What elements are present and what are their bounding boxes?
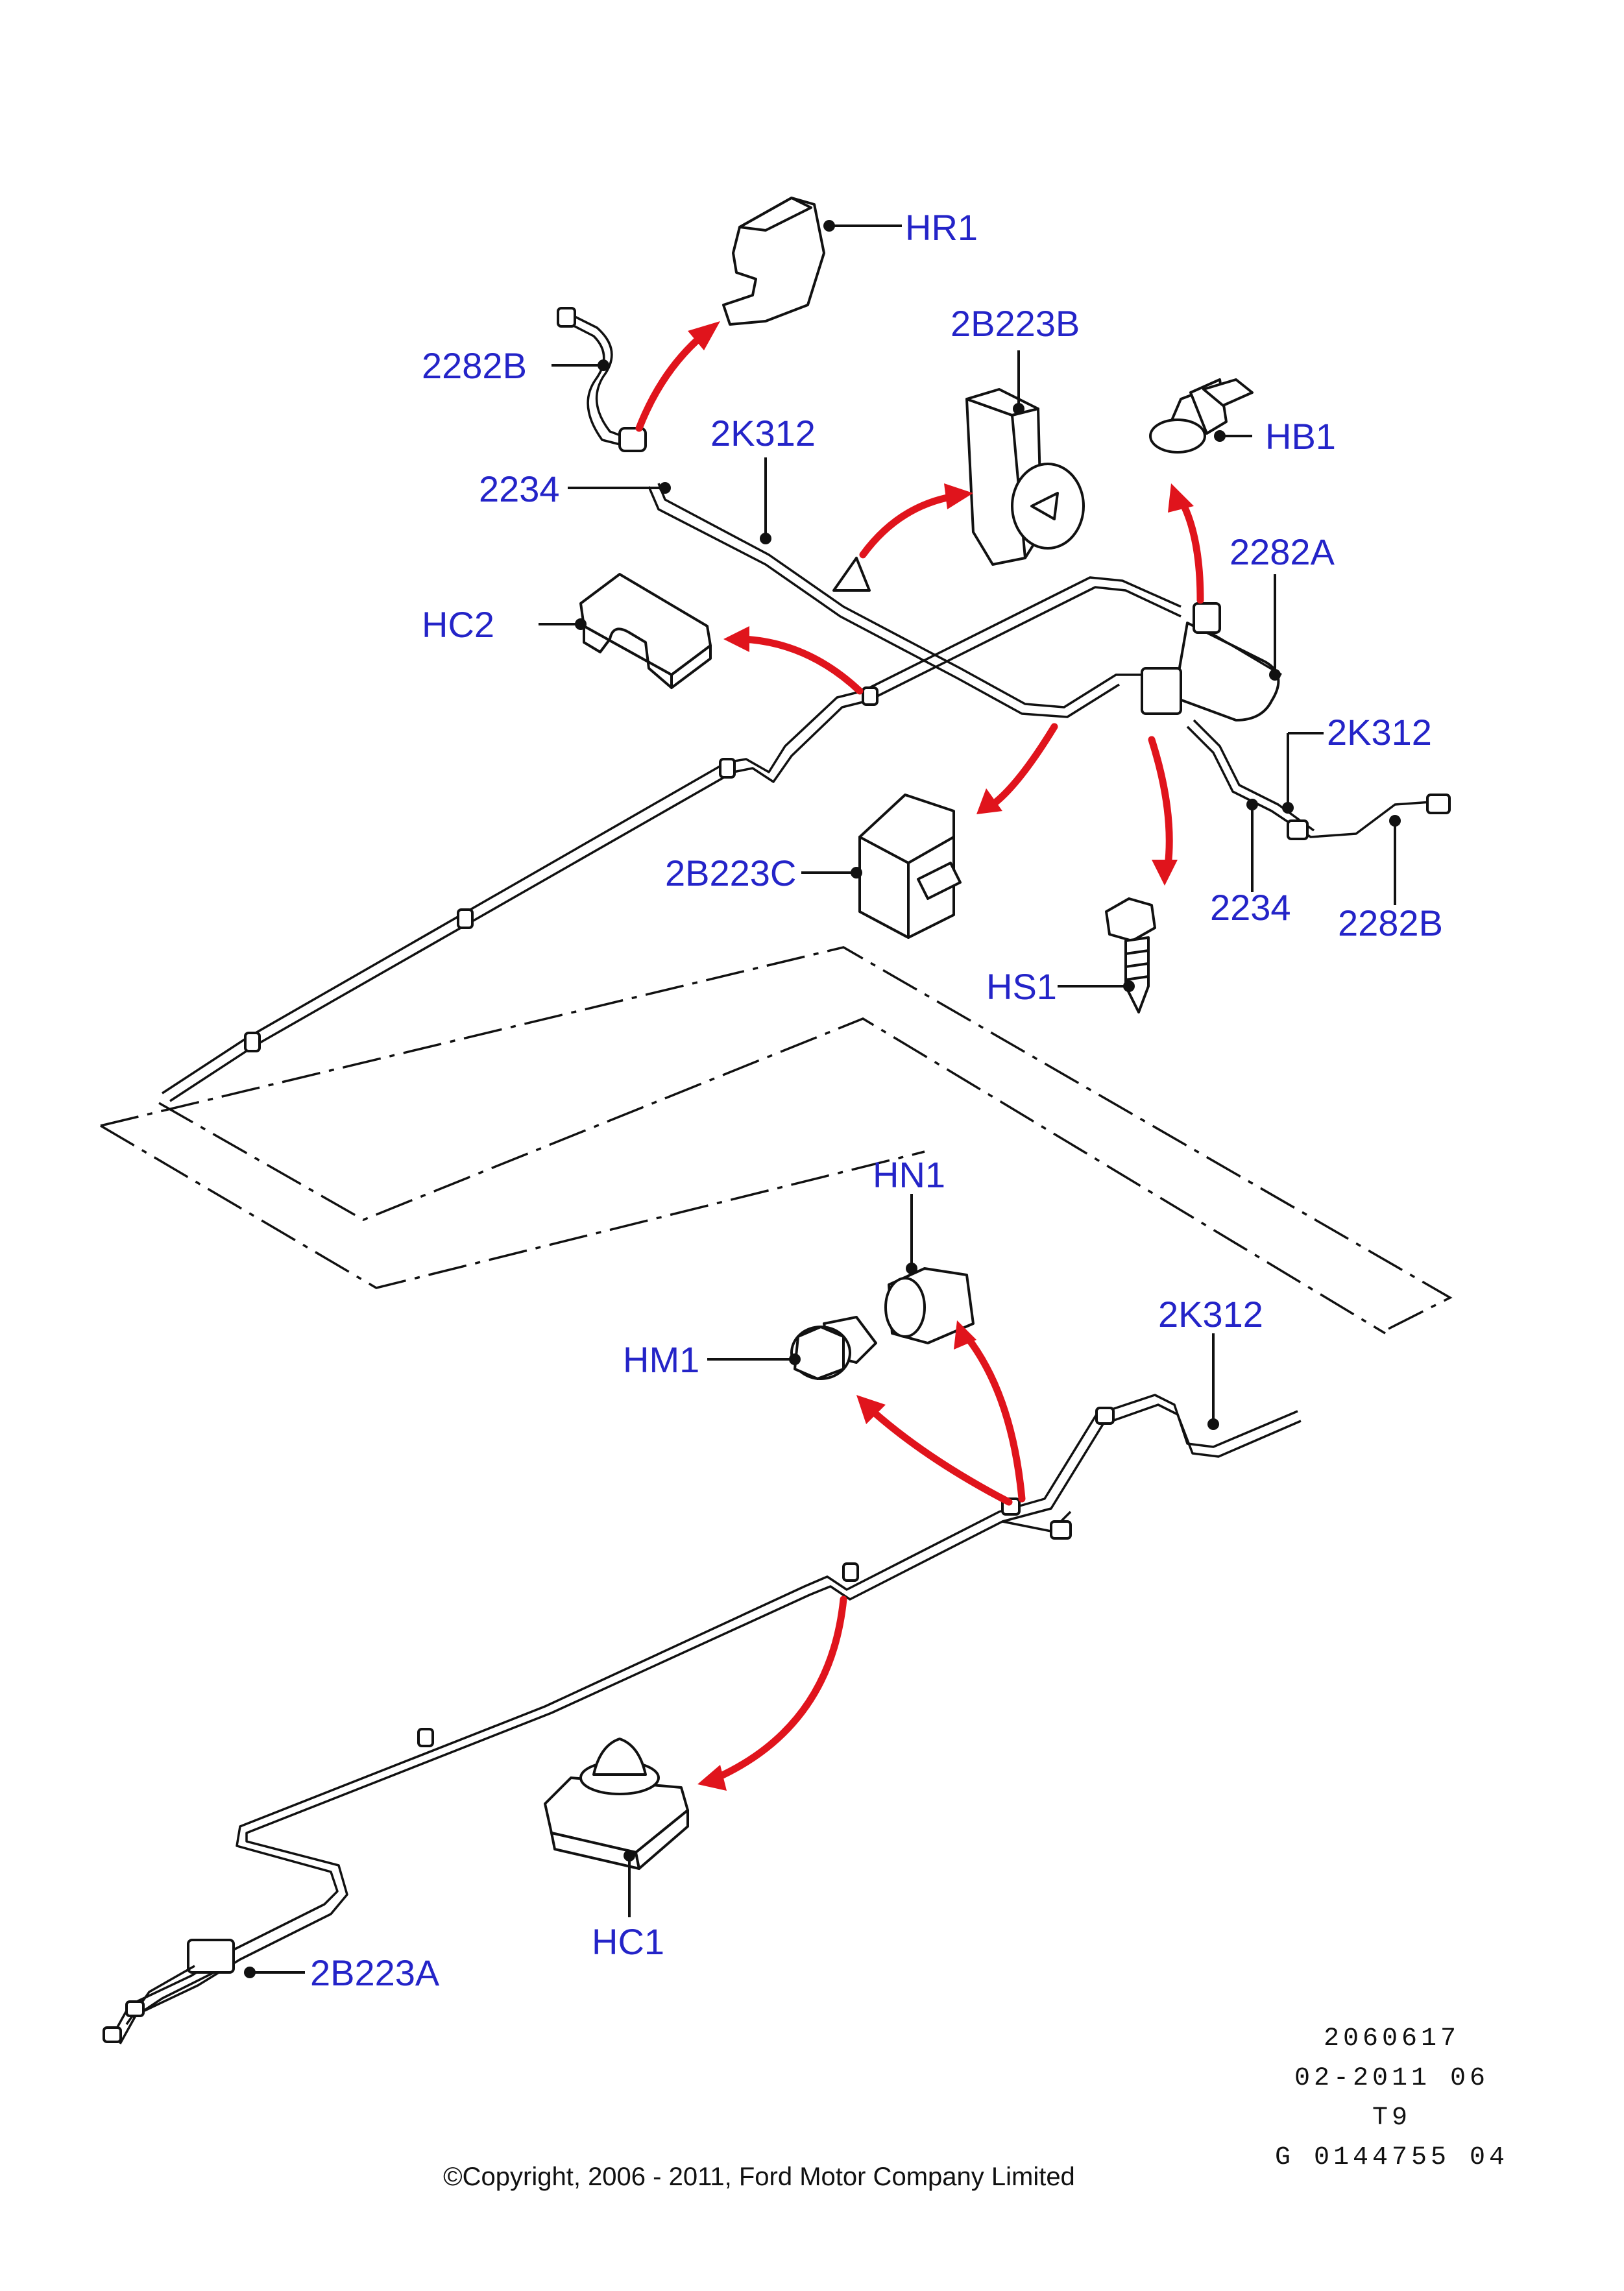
pipe-clip [417, 1728, 434, 1747]
label-hn1: HN1 [873, 1154, 945, 1195]
pipe-clip [842, 1562, 859, 1582]
label-hb1: HB1 [1265, 416, 1336, 457]
label-2234-top: 2234 [479, 468, 560, 509]
clip-2b223c [858, 794, 962, 939]
label-2b223b: 2B223B [951, 303, 1080, 344]
label-2b223c: 2B223C [665, 853, 796, 893]
hose-2282a [1173, 622, 1280, 721]
clip-hc1 [544, 1738, 689, 1870]
floor-outline [100, 946, 1453, 1335]
upper-pipe-assembly [162, 307, 1451, 1102]
hose-fitting [1287, 819, 1309, 840]
label-2282b-top: 2282B [422, 345, 527, 386]
hm1-fitting [790, 1316, 877, 1380]
label-2282b-mid: 2282B [1338, 903, 1443, 943]
hose-end-fitting [1426, 794, 1451, 814]
label-2282a: 2282A [1230, 531, 1335, 572]
pipe-clip [862, 686, 879, 706]
copyright-text: ©Copyright, 2006 - 2011, Ford Motor Comp… [443, 2163, 1075, 2191]
pipe-end-fitting [125, 2000, 145, 2017]
clip-2b223b [965, 388, 1085, 566]
pipe-bend [832, 557, 871, 592]
hose-bracket [1193, 602, 1221, 634]
label-2234-mid: 2234 [1210, 887, 1291, 928]
meta-line-2: 02-2011 06 [1294, 2064, 1489, 2093]
label-hs1: HS1 [986, 966, 1057, 1007]
drawing-meta: 2060617 02-2011 06 T9 G 0144755 04 ©Copy… [443, 2024, 1509, 2191]
label-hm1: HM1 [623, 1339, 699, 1380]
label-hc1: HC1 [592, 1921, 664, 1962]
leader-lines [244, 220, 1401, 1978]
label-2k312-top: 2K312 [710, 413, 816, 454]
front-bracket-2b223a [187, 1939, 235, 1974]
hs1-screw [1105, 897, 1156, 1013]
indicator-arrows [635, 321, 1204, 1791]
pipe-clip [457, 908, 474, 929]
hose-end-fitting [557, 307, 576, 328]
hose-bracket [618, 427, 647, 452]
meta-line-4: G 0144755 04 [1275, 2143, 1509, 2172]
label-hc2: HC2 [422, 604, 494, 645]
hn1-nut [884, 1267, 975, 1344]
pipe-clip [244, 1032, 261, 1052]
callout-labels: HR1 2282B 2B223B 2K312 HB1 2234 2282A HC… [310, 207, 1443, 1993]
hose-bracket [1141, 667, 1182, 715]
meta-line-3: T9 [1372, 2103, 1411, 2133]
meta-line-1: 2060617 [1324, 2024, 1460, 2054]
pipe-clip [1050, 1520, 1072, 1540]
pipe-clip [719, 758, 736, 779]
clip-hc2 [579, 573, 712, 689]
hr1-bracket [722, 197, 825, 326]
label-hr1: HR1 [905, 207, 978, 248]
hb1-bolt [1149, 378, 1254, 454]
pipe-end-fitting [103, 2026, 122, 2043]
pipe-clip [1095, 1407, 1115, 1425]
label-2k312-mid: 2K312 [1327, 712, 1432, 753]
label-2k312-low: 2K312 [1158, 1294, 1263, 1335]
lower-pipe-assembly [103, 1394, 1302, 2044]
label-2b223a: 2B223A [310, 1952, 440, 1993]
